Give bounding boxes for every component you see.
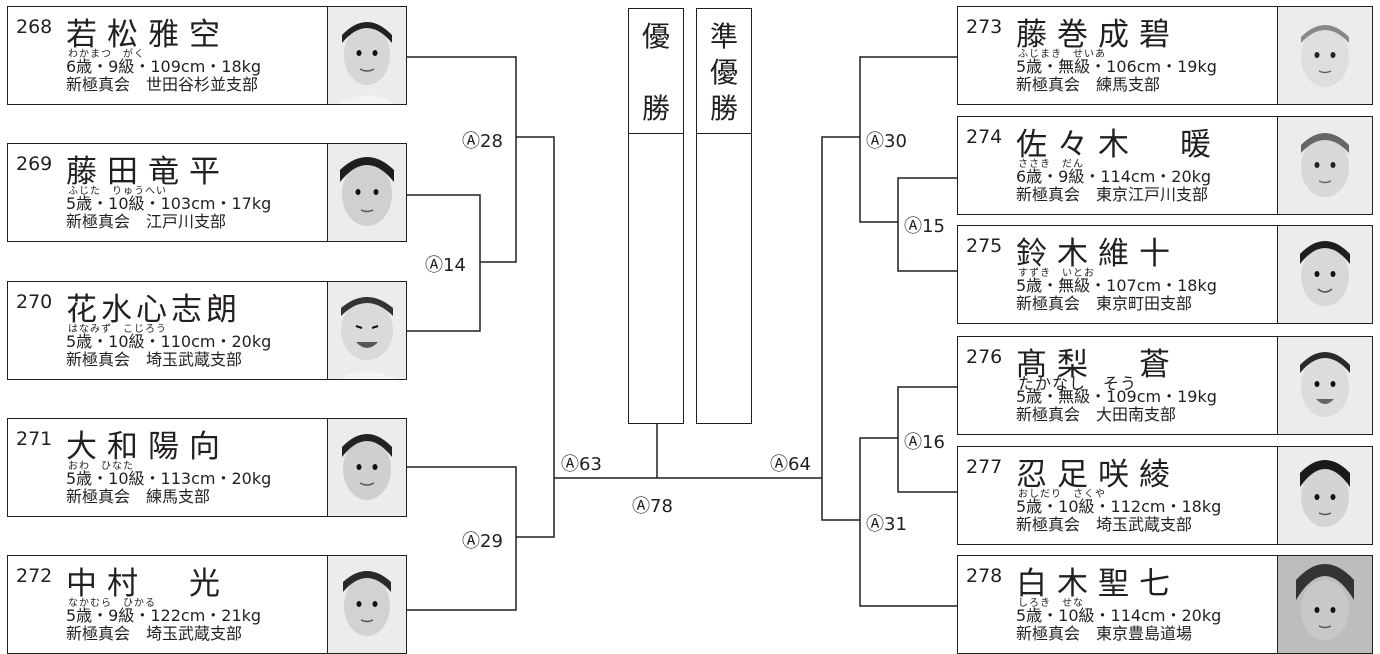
competitor-stats: 5歳・無級・109cm・19kg — [1016, 387, 1217, 406]
competitor-stats: 5歳・10級・114cm・20kg — [1016, 606, 1222, 625]
competitor-photo — [328, 144, 406, 241]
competitor-stats: 5歳・10級・103cm・17kg — [66, 194, 272, 213]
competitor-number: 277 — [966, 456, 1003, 478]
competitor-card: 271 大和陽向 おわ ひなた 5歳・10級・113cm・20kg 新極真会 練… — [7, 418, 407, 517]
competitor-name: 佐々木 暖 — [1016, 127, 1221, 163]
competitor-kana: おわ ひなた — [68, 461, 134, 472]
competitor-kana: たかなし そう — [1018, 374, 1138, 393]
competitor-number: 269 — [16, 153, 53, 175]
competitor-stats: 5歳・10級・113cm・20kg — [66, 469, 272, 488]
competitor-number: 272 — [16, 565, 53, 587]
competitor-name: 髙梨 蒼 — [1016, 347, 1180, 383]
competitor-stats: 5歳・無級・107cm・18kg — [1016, 276, 1217, 295]
match-label-30: Ⓐ30 — [866, 131, 907, 152]
competitor-branch: 新極真会 東京町田支部 — [1016, 294, 1193, 313]
runner-up-box: 準 優 勝 — [696, 8, 752, 424]
competitor-kana: ふじた りゅうへい — [68, 186, 167, 197]
competitor-number: 271 — [16, 428, 53, 450]
match-label-16: Ⓐ16 — [904, 432, 945, 453]
competitor-stats: 5歳・10級・112cm・18kg — [1016, 497, 1222, 516]
competitor-name: 藤田竜平 — [66, 154, 230, 190]
competitor-photo — [1278, 226, 1372, 323]
competitor-name: 忍足咲綾 — [1016, 457, 1180, 493]
competitor-number: 275 — [966, 235, 1003, 257]
match-label-64: Ⓐ64 — [770, 454, 811, 475]
competitor-card: 268 若松雅空 わかまつ がく 6歳・9級・109cm・18kg 新極真会 世… — [7, 6, 407, 105]
competitor-card: 274 佐々木 暖 ささき だん 6歳・9級・114cm・20kg 新極真会 東… — [957, 116, 1373, 215]
competitor-number: 278 — [966, 565, 1003, 587]
competitor-name: 若松雅空 — [66, 17, 230, 53]
competitor-kana: おしだり さくや — [1018, 489, 1106, 500]
competitor-card: 269 藤田竜平 ふじた りゅうへい 5歳・10級・103cm・17kg 新極真… — [7, 143, 407, 242]
match-label-31: Ⓐ31 — [866, 514, 907, 535]
competitor-photo — [1278, 7, 1372, 104]
competitor-branch: 新極真会 練馬支部 — [1016, 75, 1161, 94]
competitor-kana: わかまつ がく — [68, 49, 145, 60]
competitor-card: 276 髙梨 蒼 たかなし そう 5歳・無級・109cm・19kg 新極真会 大… — [957, 336, 1373, 435]
competitor-stats: 5歳・9級・122cm・21kg — [66, 606, 262, 625]
competitor-number: 276 — [966, 346, 1003, 368]
competitor-card: 275 鈴木維十 すずき いとお 5歳・無級・107cm・18kg 新極真会 東… — [957, 225, 1373, 324]
competitor-card: 270 花水心志朗 はなみず こじろう 5歳・10級・110cm・20kg 新極… — [7, 281, 407, 380]
competitor-photo — [1278, 556, 1372, 653]
competitor-photo — [1278, 117, 1372, 214]
winner-title: 優 勝 — [641, 20, 670, 125]
competitor-name: 鈴木維十 — [1016, 236, 1180, 272]
competitor-kana: なかむら ひかる — [68, 598, 156, 609]
competitor-branch: 新極真会 大田南支部 — [1016, 405, 1177, 424]
competitor-photo — [1278, 447, 1372, 544]
competitor-stats: 5歳・無級・106cm・19kg — [1016, 57, 1217, 76]
runner-up-title: 準 優 勝 — [709, 20, 738, 125]
competitor-stats: 6歳・9級・114cm・20kg — [1016, 167, 1212, 186]
match-label-63: Ⓐ63 — [561, 454, 602, 475]
competitor-stats: 6歳・9級・109cm・18kg — [66, 57, 262, 76]
competitor-branch: 新極真会 東京豊島道場 — [1016, 624, 1193, 643]
competitor-number: 273 — [966, 16, 1003, 38]
competitor-stats: 5歳・10級・110cm・20kg — [66, 332, 272, 351]
competitor-name: 中村 光 — [66, 566, 230, 602]
match-label-14: Ⓐ14 — [425, 255, 466, 276]
competitor-number: 268 — [16, 16, 53, 38]
competitor-branch: 新極真会 世田谷杉並支部 — [66, 75, 259, 94]
match-label-28: Ⓐ28 — [462, 131, 503, 152]
competitor-photo — [328, 7, 406, 104]
competitor-branch: 新極真会 江戸川支部 — [66, 212, 227, 231]
competitor-photo — [328, 419, 406, 516]
match-label-15: Ⓐ15 — [904, 216, 945, 237]
competitor-kana: しろき せな — [1018, 598, 1084, 609]
competitor-name: 藤巻成碧 — [1016, 17, 1180, 53]
competitor-number: 274 — [966, 126, 1003, 148]
competitor-name: 白木聖七 — [1016, 566, 1180, 602]
competitor-card: 277 忍足咲綾 おしだり さくや 5歳・10級・112cm・18kg 新極真会… — [957, 446, 1373, 545]
competitor-kana: ささき だん — [1018, 159, 1084, 170]
competitor-card: 272 中村 光 なかむら ひかる 5歳・9級・122cm・21kg 新極真会 … — [7, 555, 407, 654]
competitor-photo — [328, 282, 406, 379]
competitor-photo — [328, 556, 406, 653]
competitor-photo — [1278, 337, 1372, 434]
competitor-branch: 新極真会 埼玉武蔵支部 — [1016, 515, 1193, 534]
competitor-name: 花水心志朗 — [66, 292, 241, 328]
match-label-78: Ⓐ78 — [632, 496, 673, 517]
competitor-kana: すずき いとお — [1018, 268, 1095, 279]
match-label-29: Ⓐ29 — [462, 531, 503, 552]
competitor-card: 273 藤巻成碧 ふじまき せいあ 5歳・無級・106cm・19kg 新極真会 … — [957, 6, 1373, 105]
winner-box: 優 勝 — [628, 8, 684, 424]
competitor-name: 大和陽向 — [66, 429, 230, 465]
competitor-branch: 新極真会 埼玉武蔵支部 — [66, 624, 243, 643]
competitor-card: 278 白木聖七 しろき せな 5歳・10級・114cm・20kg 新極真会 東… — [957, 555, 1373, 654]
competitor-branch: 新極真会 埼玉武蔵支部 — [66, 350, 243, 369]
competitor-number: 270 — [16, 291, 53, 313]
competitor-branch: 新極真会 練馬支部 — [66, 487, 211, 506]
competitor-kana: ふじまき せいあ — [1018, 49, 1106, 60]
competitor-branch: 新極真会 東京江戸川支部 — [1016, 185, 1209, 204]
competitor-kana: はなみず こじろう — [68, 324, 167, 335]
